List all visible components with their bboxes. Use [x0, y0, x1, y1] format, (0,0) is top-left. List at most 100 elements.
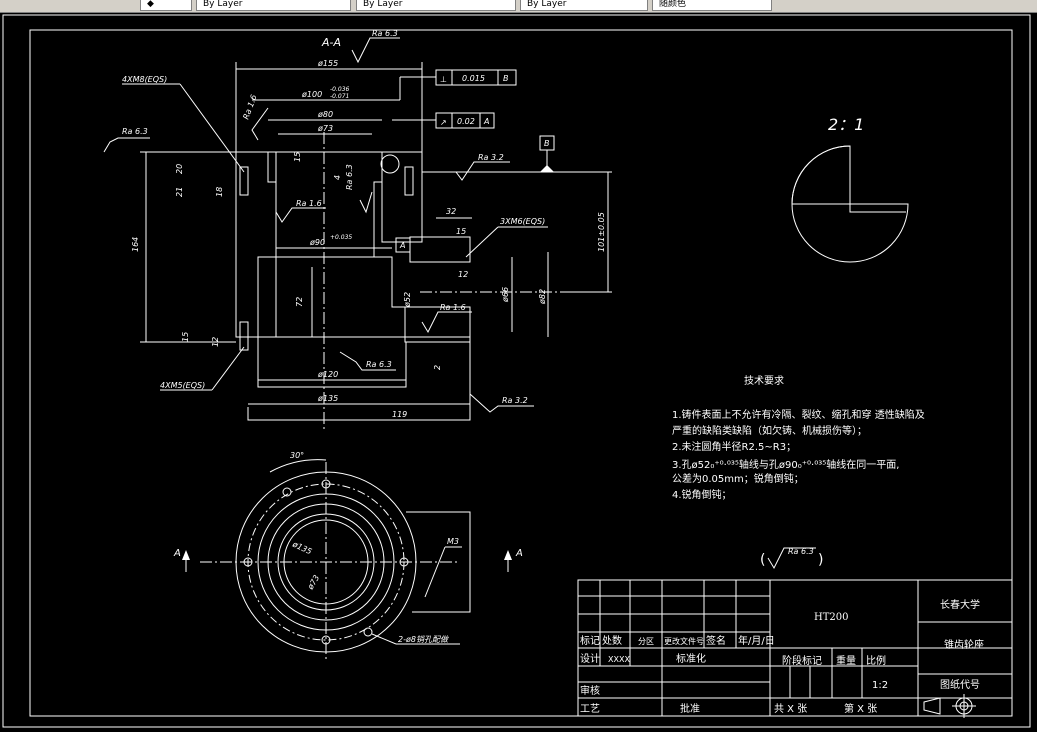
tb-code-label: 图纸代号 — [940, 678, 980, 691]
callout-4xm8: 4XM8(EQS) — [122, 75, 167, 84]
svg-text:): ) — [818, 552, 823, 568]
lineweight-dropdown[interactable]: By Layer — [520, 0, 648, 11]
color-dropdown[interactable]: By Layer — [196, 0, 351, 11]
svg-text:0.015: 0.015 — [462, 74, 485, 83]
dim-d120: ø120 — [317, 370, 338, 379]
tech-line-6: 4.锐角倒钝； — [672, 488, 732, 501]
svg-text:Ra 6.3: Ra 6.3 — [345, 164, 354, 190]
section-label: A-A — [321, 36, 341, 49]
svg-text:Ra 6.3: Ra 6.3 — [372, 29, 398, 38]
tb-review-label: 审核 — [580, 684, 600, 697]
section-view: A-A — [103, 29, 612, 432]
tb-standard-label: 标准化 — [676, 652, 706, 665]
svg-text:Ra 6.3: Ra 6.3 — [122, 127, 148, 136]
tech-line-1: 1.铸件表面上不允许有冷隔、裂纹、缩孔和穿 透性缺陷及 — [672, 408, 925, 421]
svg-text:0.02: 0.02 — [457, 117, 475, 126]
dim-12-mid: 12 — [458, 270, 468, 279]
dim-119: 119 — [392, 410, 407, 419]
dim-15-inner: 15 — [293, 152, 302, 162]
drawing-canvas[interactable]: A-A — [0, 12, 1037, 732]
svg-text:↗: ↗ — [440, 118, 447, 127]
dim-d155: ø155 — [317, 59, 338, 68]
tech-requirements: 技术要求 1.铸件表面上不允许有冷隔、裂纹、缩孔和穿 透性缺陷及 严重的缺陷类缺… — [672, 374, 925, 570]
view-marker-left: A — [173, 548, 181, 559]
svg-text:A: A — [483, 117, 489, 126]
hatch-right-upper — [381, 151, 423, 243]
dim-d73: ø73 — [317, 124, 333, 133]
view-marker-right: A — [515, 548, 523, 559]
dim-lines — [140, 62, 612, 421]
tb-process-label: 工艺 — [580, 703, 600, 715]
svg-text:Ra 1.6: Ra 1.6 — [296, 199, 322, 208]
tb-design-label: 设计 — [580, 652, 600, 665]
dim-d135: ø135 — [317, 394, 338, 403]
projection-symbol-icon — [923, 694, 976, 718]
inner-frame — [29, 29, 1013, 717]
detail-circle — [380, 154, 400, 174]
dim-d90: ø90 — [309, 238, 325, 247]
svg-text:⊥: ⊥ — [440, 75, 447, 84]
tb-weight-label: 重量 — [836, 654, 856, 667]
bolt-hole-left — [239, 166, 249, 196]
dim-4: 4 — [333, 175, 342, 180]
dim-d82: ø82 — [538, 289, 547, 305]
hatch-left-wall — [235, 151, 277, 338]
callout-3xm6: 3XM6(EQS) — [500, 217, 545, 226]
svg-text:(: ( — [760, 552, 765, 568]
tb-material: HT200 — [814, 612, 848, 623]
svg-text:Ra 1.6: Ra 1.6 — [440, 303, 466, 312]
dim-15-left: 15 — [181, 332, 190, 342]
tb-stage-label: 阶段标记 — [782, 654, 822, 667]
tb-sheets-total: 共 X 张 — [774, 703, 807, 715]
tb-sheet-no: 第 X 张 — [844, 702, 877, 715]
layer-icon-tab[interactable]: ◆ — [140, 0, 192, 11]
svg-text:Ra 1.6: Ra 1.6 — [241, 93, 258, 120]
top-d135: ø135 — [290, 539, 313, 556]
hatch-right-boss — [409, 236, 471, 263]
tech-line-2: 严重的缺陷类缺陷（如欠铸、机械损伤等）； — [672, 424, 867, 437]
dim-15-top: 15 — [456, 227, 466, 236]
tb-col-zone: 分区 — [638, 637, 654, 646]
svg-text:B: B — [503, 74, 509, 83]
dim-d100-tol-upper: -0.036 — [330, 86, 350, 93]
dim-18: 18 — [215, 187, 224, 197]
dim-20: 20 — [175, 164, 184, 174]
dim-164: 164 — [131, 237, 140, 252]
callout-pin: 2-ø8销孔配做 — [398, 635, 449, 644]
layer-icon: ◆ — [147, 0, 154, 9]
plotstyle-dropdown[interactable]: 随颜色 — [652, 0, 772, 11]
tb-school: 长春大学 — [940, 598, 980, 611]
tb-designer: XXXX — [608, 655, 630, 664]
tb-col-doc: 更改文件号 — [664, 636, 704, 646]
top-d73: ø73 — [305, 573, 321, 591]
tb-scale-label: 比例 — [866, 654, 886, 667]
top-view: 30° ø135 ø73 M3 2-ø8销孔配做 A A — [173, 451, 523, 662]
tb-col-mark: 标记 — [580, 635, 600, 647]
tb-col-date: 年/月/日 — [738, 634, 775, 647]
datum-a: A — [399, 241, 405, 250]
datum-b: B — [544, 139, 550, 148]
linetype-dropdown[interactable]: By Layer — [356, 0, 516, 11]
dim-2: 2 — [433, 365, 442, 370]
outer-frame — [2, 14, 1031, 728]
title-block: HT200 长春大学 锥齿轮座 图纸代号 标记 处数 分区 更改文件号 签名 年… — [577, 579, 1013, 718]
datum-a-box — [395, 237, 411, 253]
gdt-perpendicularity: ⊥ 0.015 B — [399, 69, 517, 100]
bolt-hole-bottom — [239, 321, 249, 351]
angle-30: 30° — [290, 451, 304, 460]
tech-line-3: 2.未注圆角半径R2.5~R3； — [672, 440, 796, 453]
callout-4xm5: 4XM5(EQS) — [160, 381, 205, 390]
dim-32: 32 — [446, 207, 456, 216]
property-toolbar: ◆ By Layer By Layer By Layer 随颜色 — [0, 0, 1037, 13]
dim-d100-tol-lower: -0.071 — [330, 93, 349, 100]
tb-scale-value: 1:2 — [872, 680, 888, 691]
tech-line-4: 3.孔ø52₀⁺⁰·⁰³⁵轴线与孔ø90₀⁺⁰·⁰³⁵轴线在同一平面, — [672, 458, 899, 471]
dim-d90-tol: +0.035 — [330, 234, 352, 241]
dim-d52: ø52 — [403, 292, 412, 308]
svg-text:Ra 3.2: Ra 3.2 — [502, 396, 528, 405]
tb-approve-label: 批准 — [680, 702, 700, 715]
dim-d100: ø100 — [301, 90, 322, 99]
svg-text:Ra 3.2: Ra 3.2 — [478, 153, 504, 162]
bolt-hole-right — [404, 166, 414, 196]
general-roughness: Ra 6.3 — [788, 547, 814, 556]
